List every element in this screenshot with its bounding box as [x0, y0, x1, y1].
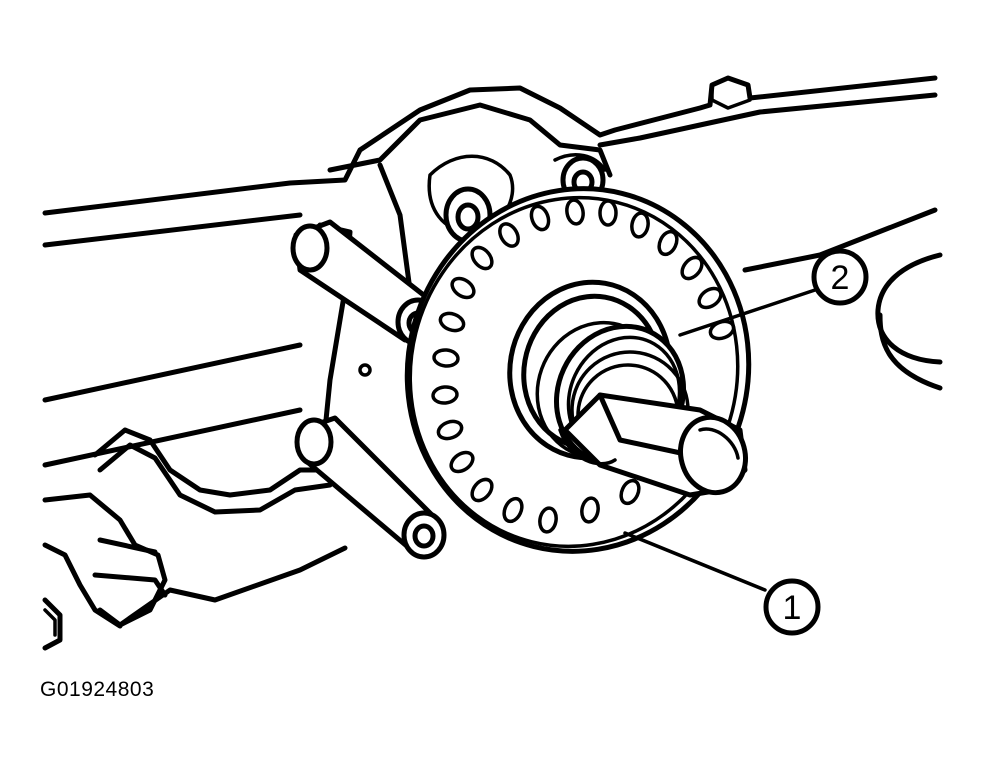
callout-2-circle [811, 248, 869, 306]
figure-id: G01924803 [40, 678, 155, 701]
drive-shaft [558, 392, 748, 498]
callout-1-number: 1 [783, 589, 802, 627]
callout-1-circle [763, 578, 821, 636]
callout-2-leader [678, 288, 817, 337]
wheel-holes [431, 198, 736, 534]
callout-leaders [623, 288, 817, 592]
callout-1: 1 [763, 578, 821, 636]
engine-housing [42, 75, 943, 651]
callout-2-number: 2 [831, 259, 850, 297]
callout-2: 2 [811, 248, 869, 306]
callout-1-leader [623, 531, 767, 592]
